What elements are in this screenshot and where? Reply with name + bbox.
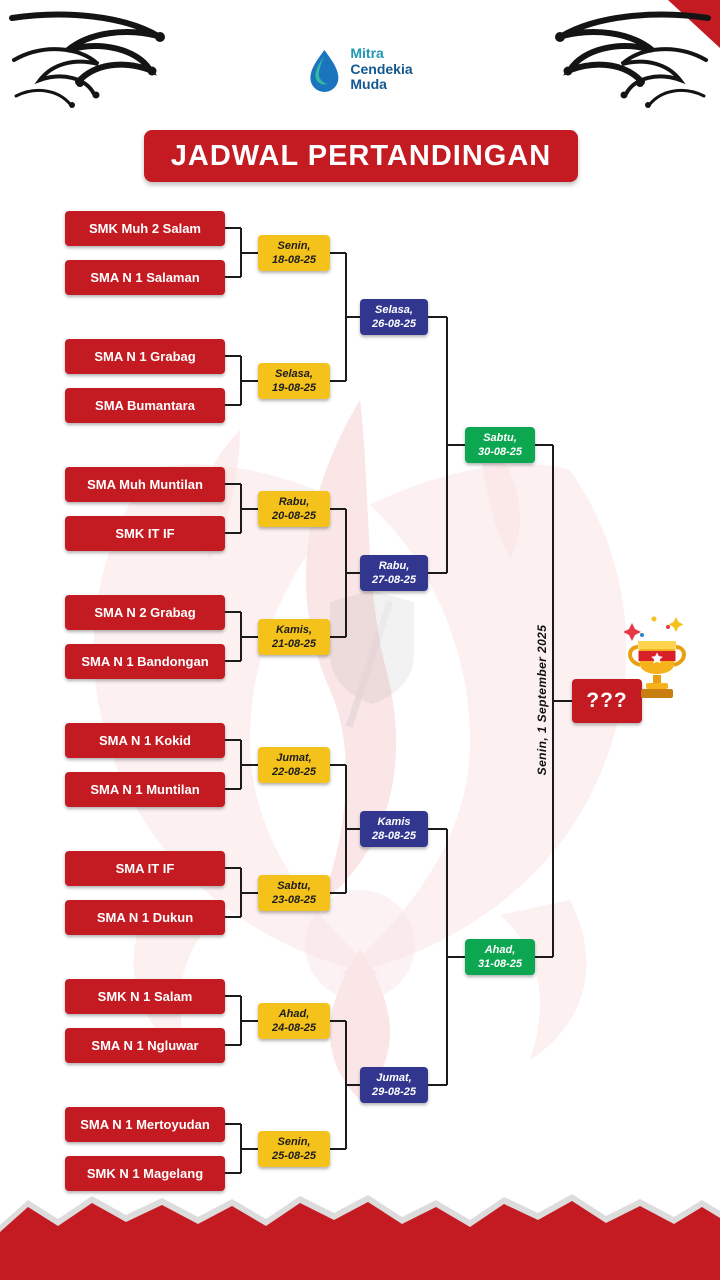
logo-line-1: Mitra xyxy=(350,45,384,61)
match-date-round1: Selasa, 19-08-25 xyxy=(258,363,330,399)
match-date: 21-08-25 xyxy=(271,638,317,650)
match-date-round2: Kamis 28-08-25 xyxy=(360,811,428,847)
match-day: Ahad, xyxy=(278,1007,310,1020)
team-box: SMA N 1 Grabag xyxy=(65,339,225,374)
logo-line-2: Cendekia xyxy=(350,60,413,77)
match-date: 18-08-25 xyxy=(271,254,317,266)
match-date-round2: Rabu, 27-08-25 xyxy=(360,555,428,591)
match-day: Senin, xyxy=(277,1135,311,1148)
match-date: 29-08-25 xyxy=(371,1086,417,1098)
match-date-round3: Ahad, 31-08-25 xyxy=(465,939,535,975)
match-date: 19-08-25 xyxy=(271,382,317,394)
team-box: SMA N 2 Grabag xyxy=(65,595,225,630)
page-title: JADWAL PERTANDINGAN xyxy=(144,130,578,182)
match-date-round1: Senin, 25-08-25 xyxy=(258,1131,330,1167)
team-box: SMA IT IF xyxy=(65,851,225,886)
match-day: Kamis, xyxy=(275,623,313,636)
team-box: SMA N 1 Mertoyudan xyxy=(65,1107,225,1142)
team-box: SMA N 1 Ngluwar xyxy=(65,1028,225,1063)
final-winner-box: ??? xyxy=(572,679,642,723)
match-date-round2: Selasa, 26-08-25 xyxy=(360,299,428,335)
logo-line-3: Muda xyxy=(350,76,387,93)
match-date: 25-08-25 xyxy=(271,1150,317,1162)
match-day: Sabtu, xyxy=(277,879,311,892)
match-date-round1: Kamis, 21-08-25 xyxy=(258,619,330,655)
match-date-round2: Jumat, 29-08-25 xyxy=(360,1067,428,1103)
match-date: 31-08-25 xyxy=(477,958,523,970)
match-day: Jumat, xyxy=(376,1071,412,1084)
team-box: SMK N 1 Salam xyxy=(65,979,225,1014)
match-date: 26-08-25 xyxy=(371,318,417,330)
team-box: SMK Muh 2 Salam xyxy=(65,211,225,246)
match-day: Ahad, xyxy=(484,943,516,956)
team-box: SMA N 1 Salaman xyxy=(65,260,225,295)
match-date-round1: Senin, 18-08-25 xyxy=(258,235,330,271)
logo: Mitra Cendekia Muda xyxy=(307,45,413,93)
match-day: Selasa, xyxy=(275,367,313,380)
match-date-round1: Jumat, 22-08-25 xyxy=(258,747,330,783)
match-date: 28-08-25 xyxy=(371,830,417,842)
team-box: SMK IT IF xyxy=(65,516,225,551)
match-day: Rabu, xyxy=(378,559,410,572)
match-date-round3: Sabtu, 30-08-25 xyxy=(465,427,535,463)
match-date: 23-08-25 xyxy=(271,894,317,906)
trophy-icon xyxy=(624,616,686,698)
match-date: 24-08-25 xyxy=(271,1022,317,1034)
match-date: 22-08-25 xyxy=(271,766,317,778)
match-day: Rabu, xyxy=(278,495,310,508)
match-day: Sabtu, xyxy=(483,431,517,444)
match-date-round1: Ahad, 24-08-25 xyxy=(258,1003,330,1039)
match-date-round1: Sabtu, 23-08-25 xyxy=(258,875,330,911)
match-day: Kamis xyxy=(377,815,411,828)
match-day: Jumat, xyxy=(276,751,312,764)
flourish-right-icon xyxy=(555,11,711,108)
flourish-left-icon xyxy=(9,11,165,108)
logo-drop-icon xyxy=(310,49,339,92)
team-box: SMA N 1 Muntilan xyxy=(65,772,225,807)
match-date: 20-08-25 xyxy=(271,510,317,522)
team-box: SMK N 1 Magelang xyxy=(65,1156,225,1191)
match-date-round1: Rabu, 20-08-25 xyxy=(258,491,330,527)
match-day: Senin, xyxy=(277,239,311,252)
logo-text: Mitra Cendekia Muda xyxy=(350,45,413,93)
team-box: SMA N 1 Bandongan xyxy=(65,644,225,679)
team-box: SMA N 1 Dukun xyxy=(65,900,225,935)
match-date: 30-08-25 xyxy=(477,446,523,458)
match-day: Selasa, xyxy=(375,303,413,316)
team-box: SMA Bumantara xyxy=(65,388,225,423)
team-box: SMA Muh Muntilan xyxy=(65,467,225,502)
match-date: 27-08-25 xyxy=(371,574,417,586)
team-box: SMA N 1 Kokid xyxy=(65,723,225,758)
